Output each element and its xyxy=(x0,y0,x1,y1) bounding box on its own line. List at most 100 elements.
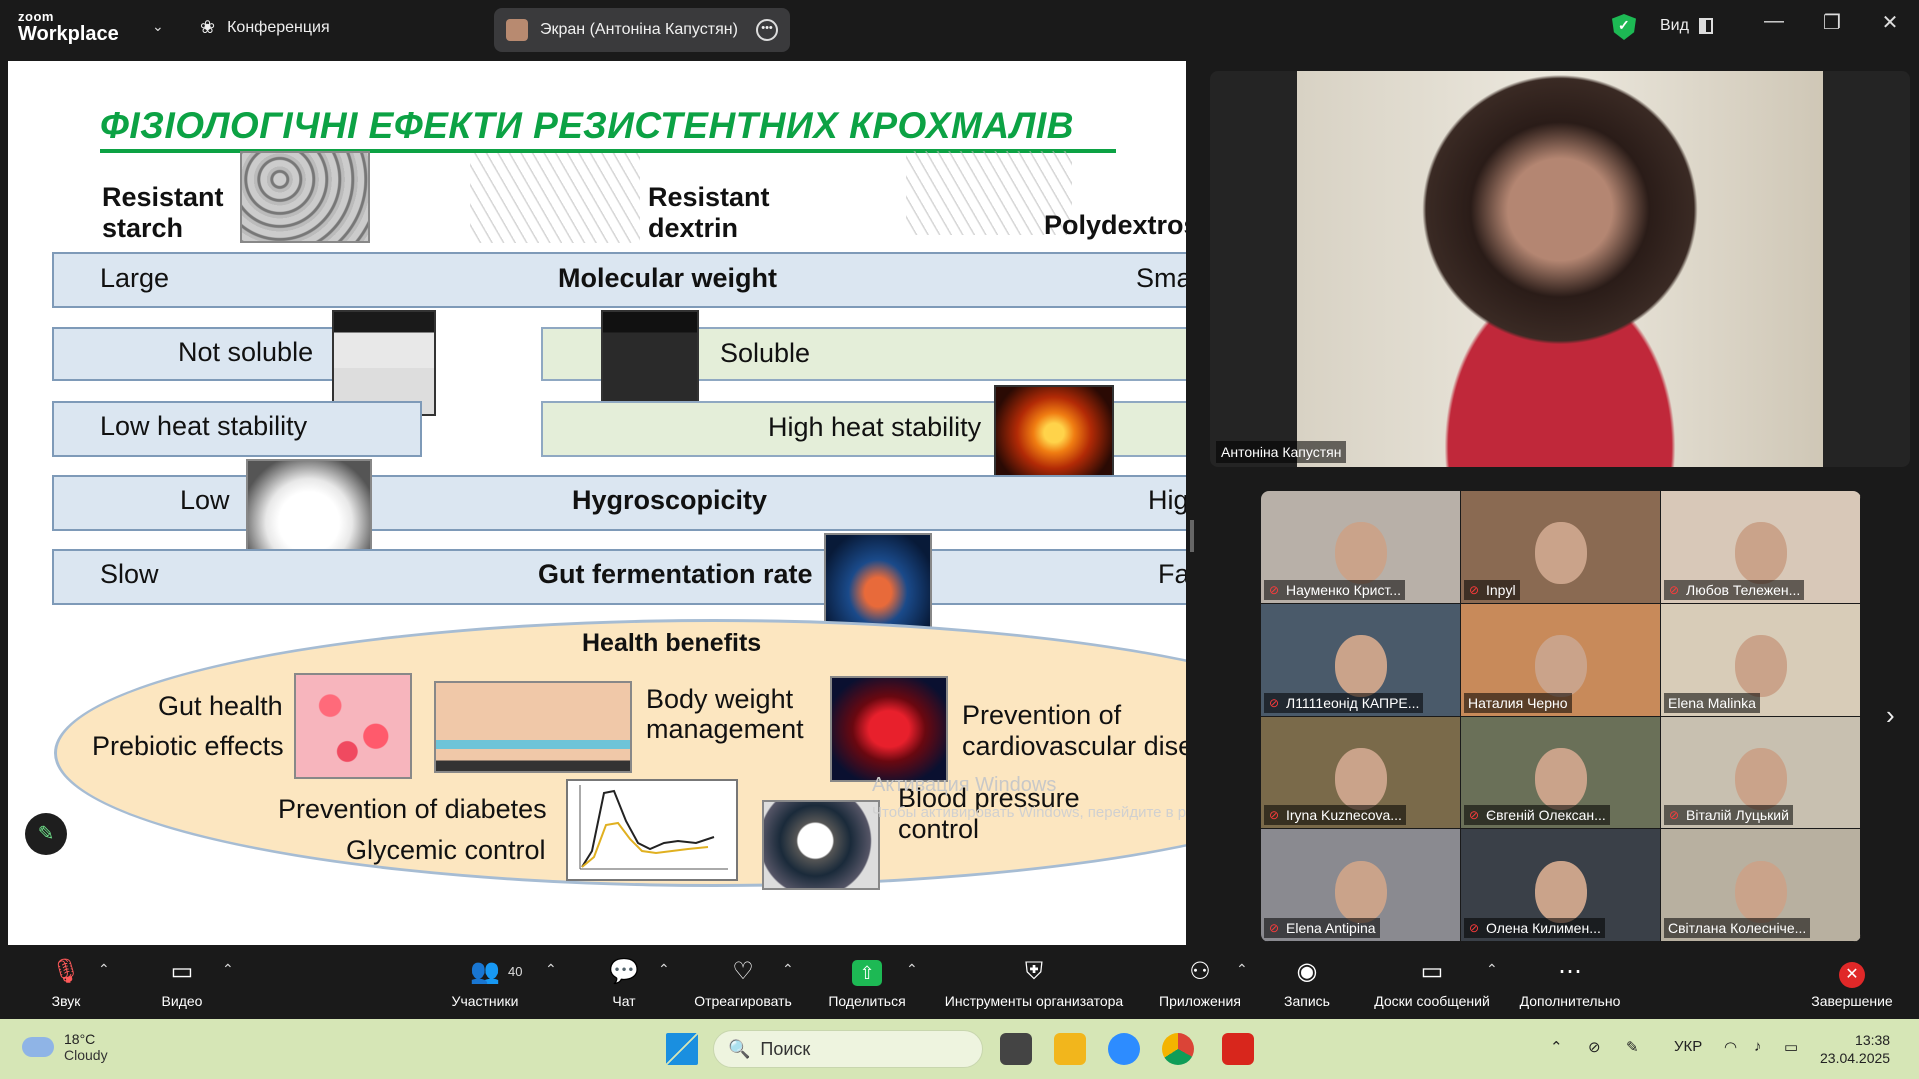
view-button[interactable]: Вид xyxy=(1660,17,1713,35)
active-speaker-tile[interactable]: Антоніна Капустян xyxy=(1210,71,1910,467)
resistant-dextrin-molecule-image xyxy=(470,153,640,243)
muted-mic-icon: ⊘ xyxy=(1469,582,1480,597)
participant-name-text: Elena Antipina xyxy=(1286,920,1376,936)
tray-overflow-chevron-icon[interactable]: ⌃ xyxy=(1550,1039,1563,1056)
bp-line1: Blood pressure xyxy=(898,783,1080,813)
apps-caret-icon[interactable]: ⌃ xyxy=(1236,961,1248,977)
audio-label: Звук xyxy=(51,993,81,1009)
annotate-pencil-icon[interactable]: ✎ xyxy=(25,813,67,855)
participant-tile[interactable]: ⊘Любов Тележен... xyxy=(1661,491,1861,604)
share-button[interactable]: ⇧ Поделиться xyxy=(822,957,912,1009)
clock-date: 23.04.2025 xyxy=(1820,1050,1891,1066)
participant-name-text: Світлана Колесніче... xyxy=(1668,920,1807,936)
task-view-icon[interactable] xyxy=(1000,1033,1032,1065)
windows-start-icon[interactable] xyxy=(666,1033,698,1065)
participant-tile[interactable]: Наталия Черно xyxy=(1461,603,1661,717)
participants-label: Участники xyxy=(451,993,519,1009)
more-dots-icon: ⋯ xyxy=(1558,958,1582,985)
view-label: Вид xyxy=(1660,17,1689,34)
host-tools-button[interactable]: ⛨ Инструменты организатора xyxy=(934,957,1134,1009)
chrome-icon[interactable] xyxy=(1162,1033,1194,1065)
gut-health-label: Gut health xyxy=(158,691,283,721)
pen-input-icon[interactable]: ✎ xyxy=(1626,1039,1639,1056)
participant-name: ⊘Л1111еонід КАПРЕ... xyxy=(1264,692,1424,713)
wifi-icon[interactable]: ◠ xyxy=(1724,1039,1738,1056)
audio-options-caret-icon[interactable]: ⌃ xyxy=(98,961,110,977)
security-shield-icon[interactable] xyxy=(1612,14,1636,40)
resistant-starch-image xyxy=(240,151,370,243)
participants-count: 40 xyxy=(508,964,523,979)
insoluble-glass-image xyxy=(332,310,436,416)
participant-tile[interactable]: ⊘Elena Antipina xyxy=(1261,829,1461,942)
participant-name: Наталия Черно xyxy=(1464,692,1572,713)
muted-mic-icon: ⊘ xyxy=(1669,808,1680,823)
network-off-icon[interactable]: ⊘ xyxy=(1588,1039,1601,1056)
video-options-caret-icon[interactable]: ⌃ xyxy=(222,961,234,977)
participant-name: ⊘Науменко Крист... xyxy=(1264,579,1405,600)
logo-zoom-text: zoom xyxy=(18,9,54,24)
next-page-chevron-icon[interactable]: › xyxy=(1886,700,1895,730)
volume-icon[interactable]: ♪ xyxy=(1754,1038,1762,1055)
participant-video xyxy=(1334,747,1387,810)
participant-tile[interactable]: ⊘Inpyl xyxy=(1461,491,1661,604)
participant-video xyxy=(1334,635,1387,698)
chat-caret-icon[interactable]: ⌃ xyxy=(658,961,670,977)
prebiotic-label: Prebiotic effects xyxy=(92,731,284,761)
presenter-avatar xyxy=(506,19,528,41)
participant-tile[interactable]: ⊘Iryna Kuznecova... xyxy=(1261,716,1461,830)
zoom-workplace-logo[interactable]: zoom Workplace xyxy=(18,10,119,44)
participant-name-text: Віталій Луцький xyxy=(1686,807,1789,824)
weather-widget[interactable]: 18°C Cloudy xyxy=(22,1031,108,1063)
title-bar: zoom Workplace ⌄ ❀ Конференция Экран (Ан… xyxy=(0,0,1919,58)
video-button[interactable]: ▭ Видео xyxy=(144,957,220,1009)
cloud-icon xyxy=(22,1037,54,1057)
participant-tile[interactable]: ⊘ Віталій Луцький xyxy=(1661,716,1861,830)
battery-icon[interactable]: ▭ xyxy=(1784,1039,1799,1056)
minimize-icon[interactable]: — xyxy=(1764,10,1784,32)
close-icon[interactable]: ✕ xyxy=(1881,12,1899,34)
screen-share-indicator[interactable]: Экран (Антоніна Капустян) ••• xyxy=(494,8,790,52)
participant-tile[interactable]: Світлана Колесніче... xyxy=(1661,829,1861,942)
title-underline xyxy=(100,149,1116,153)
restore-icon[interactable]: ❐ xyxy=(1823,12,1841,34)
acrobat-icon[interactable] xyxy=(1222,1033,1254,1065)
participant-name-text: Євгеній Олексан... xyxy=(1486,807,1606,824)
panel-resize-handle[interactable] xyxy=(1190,520,1194,552)
participant-tile[interactable]: ⊘Олена Килимен... xyxy=(1461,829,1661,942)
participant-tile[interactable]: Elena Malinka xyxy=(1661,603,1861,717)
language-indicator[interactable]: УКР xyxy=(1674,1038,1703,1055)
chevron-down-icon[interactable]: ⌄ xyxy=(152,18,164,34)
audio-button[interactable]: 🎙 Звук xyxy=(28,957,104,1009)
meeting-menu[interactable]: ❀ Конференция xyxy=(200,17,330,38)
chat-button[interactable]: 💬 Чат xyxy=(598,957,650,1009)
end-meeting-button[interactable]: ✕ Завершение xyxy=(1804,957,1900,1009)
video-label: Видео xyxy=(161,993,203,1009)
whiteboards-button[interactable]: ▭ Доски сообщений xyxy=(1364,957,1500,1009)
hyg-center-label: Hygroscopicity xyxy=(572,485,768,515)
react-button[interactable]: ♡ Отреагировать xyxy=(688,957,798,1009)
share-caret-icon[interactable]: ⌃ xyxy=(906,961,918,977)
participants-button[interactable]: 👥 Участники xyxy=(440,957,530,1009)
more-button[interactable]: ⋯ Дополнительно xyxy=(1512,957,1628,1009)
apps-button[interactable]: ⚇ Приложения xyxy=(1152,957,1248,1009)
system-clock[interactable]: 13:38 23.04.2025 xyxy=(1820,1031,1890,1067)
zoom-app-icon[interactable] xyxy=(1108,1033,1140,1065)
resistant-dextrin-line2: dextrin xyxy=(648,213,739,243)
react-caret-icon[interactable]: ⌃ xyxy=(782,961,794,977)
search-icon: 🔍 xyxy=(728,1038,751,1059)
participants-caret-icon[interactable]: ⌃ xyxy=(545,961,557,977)
file-explorer-icon[interactable] xyxy=(1054,1033,1086,1065)
cardio-line2: cardiovascular disease xyxy=(962,731,1186,761)
whiteboards-caret-icon[interactable]: ⌃ xyxy=(1486,961,1498,977)
participant-name: ⊘Євгеній Олексан... xyxy=(1464,805,1610,826)
record-button[interactable]: ◉ Запись xyxy=(1274,957,1340,1009)
participant-tile[interactable]: ⊘Науменко Крист... xyxy=(1261,491,1461,604)
more-options-icon[interactable]: ••• xyxy=(756,19,778,41)
search-placeholder: Поиск xyxy=(760,1038,811,1059)
participant-video xyxy=(1534,522,1587,585)
taskbar-search-box[interactable]: 🔍 Поиск xyxy=(713,1030,983,1068)
apps-label: Приложения xyxy=(1159,993,1241,1009)
hyg-left-label: Low xyxy=(180,485,230,515)
participant-tile[interactable]: ⊘Л1111еонід КАПРЕ... xyxy=(1261,603,1461,717)
participant-tile[interactable]: ⊘Євгеній Олексан... xyxy=(1461,716,1661,830)
